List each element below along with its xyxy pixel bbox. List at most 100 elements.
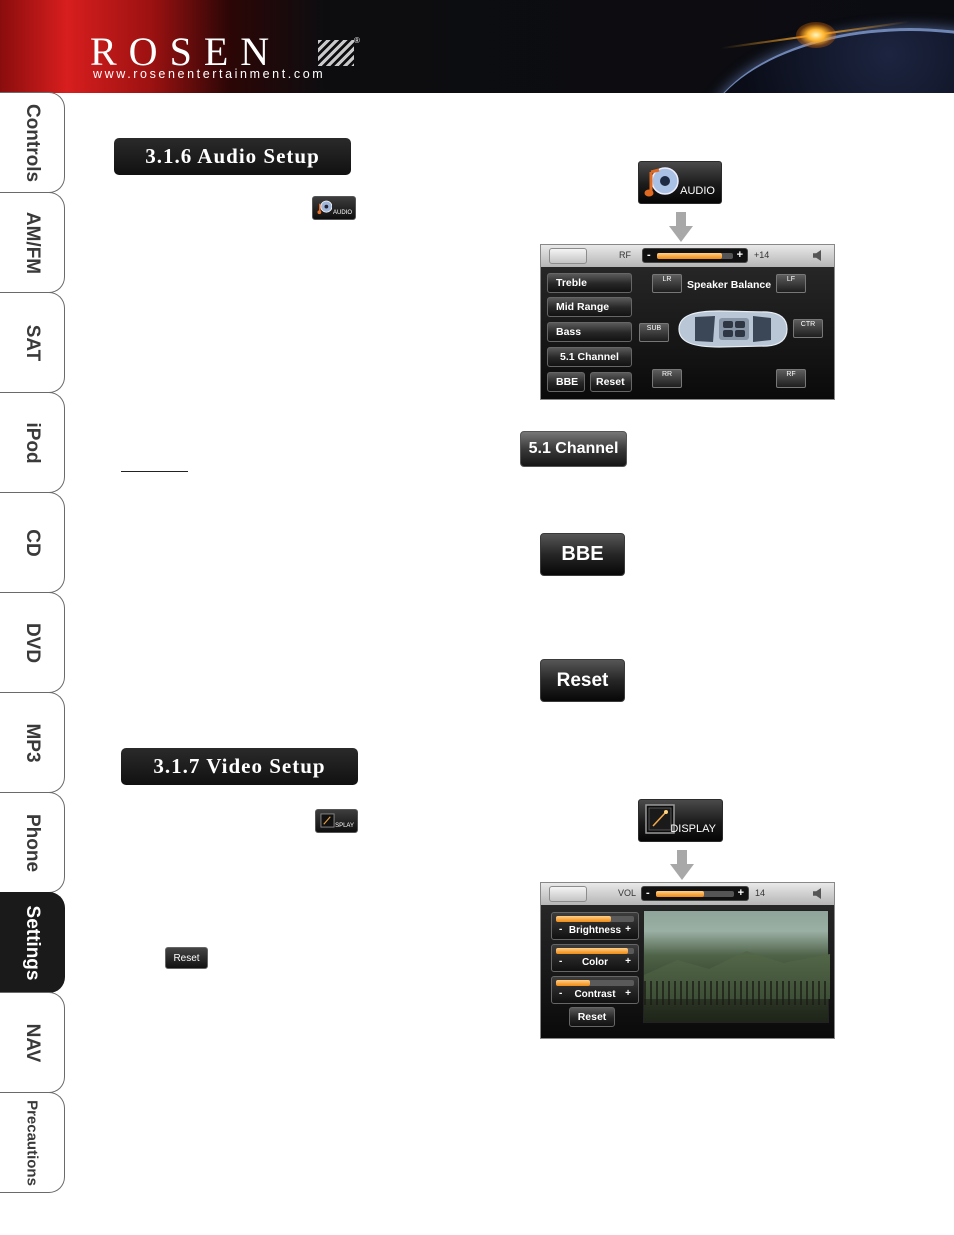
side-tab-nav: Controls AM/FM SAT iPod CD DVD MP3 Phone…	[0, 92, 66, 1193]
video-reset-button[interactable]: Reset	[569, 1007, 615, 1027]
tab-label: SAT	[22, 324, 43, 361]
tab-precautions[interactable]: Precautions	[0, 1092, 65, 1193]
fader-label: RF	[619, 250, 631, 260]
audio-top-bar: RF - + +14	[541, 245, 834, 267]
speaker-lf-button[interactable]: LF	[776, 274, 806, 293]
contrast-track	[556, 980, 634, 986]
tab-label: CD	[22, 528, 43, 557]
volume-slider[interactable]: - +	[641, 886, 749, 901]
tab-phone[interactable]: Phone	[0, 792, 65, 893]
channel-5-1-large-button: 5.1 Channel	[520, 431, 627, 467]
tab-label: Precautions	[23, 1099, 41, 1186]
video-settings-screen: VOL - + 14 - Brightness + - Color + - Co…	[540, 882, 835, 1039]
fader-minus[interactable]: -	[647, 249, 651, 261]
video-scene-riders	[644, 981, 830, 1005]
color-slider[interactable]: - Color +	[551, 944, 639, 972]
rosen-logo-mark-icon	[318, 40, 354, 66]
down-arrow-icon	[669, 212, 693, 242]
color-plus[interactable]: +	[625, 956, 631, 967]
tab-ipod[interactable]: iPod	[0, 392, 65, 493]
volume-fill	[656, 891, 704, 897]
speaker-ctr-button[interactable]: CTR	[793, 319, 823, 338]
mid-range-button[interactable]: Mid Range	[547, 297, 632, 317]
contrast-label: Contrast	[574, 989, 616, 1000]
website-url: www.rosenentertainment.com	[93, 67, 326, 81]
speaker-balance-title: Speaker Balance	[687, 279, 772, 291]
color-minus[interactable]: -	[559, 956, 563, 967]
speaker-rf-button[interactable]: RF	[776, 369, 806, 388]
color-fill	[556, 948, 628, 954]
audio-mini-caption: AUDIO	[332, 210, 352, 216]
display-screen-icon	[645, 804, 675, 834]
display-screen-icon	[320, 813, 335, 828]
music-note-icon	[317, 200, 332, 215]
display-mini-button: DISPLAY	[315, 809, 358, 833]
down-arrow-icon	[670, 850, 694, 880]
audio-setup-heading: 3.1.6 Audio Setup	[114, 138, 351, 175]
fader-fill	[657, 253, 722, 259]
contrast-slider[interactable]: - Contrast +	[551, 976, 639, 1004]
music-note-disc-icon	[644, 167, 679, 197]
brightness-slider[interactable]: - Brightness +	[551, 912, 639, 940]
bbe-large-button: BBE	[540, 533, 625, 576]
channel-5-1-button[interactable]: 5.1 Channel	[547, 347, 632, 367]
brightness-fill	[556, 916, 611, 922]
reset-button[interactable]: Reset	[590, 372, 632, 392]
tab-label: iPod	[22, 421, 43, 464]
video-preview	[643, 910, 830, 1023]
reset-mini-button: Reset	[165, 947, 208, 969]
audio-button-caption: AUDIO	[680, 185, 715, 197]
treble-button[interactable]: Treble	[547, 273, 632, 293]
sun-flare-icon	[796, 22, 836, 48]
reset-large-button: Reset	[540, 659, 625, 702]
tab-label: NAV	[22, 1023, 43, 1062]
color-label: Color	[581, 957, 609, 968]
audio-button[interactable]: AUDIO	[638, 161, 722, 204]
speaker-lr-button[interactable]: LR	[652, 274, 682, 293]
speaker-icon	[813, 250, 821, 261]
contrast-minus[interactable]: -	[559, 988, 563, 999]
volume-minus[interactable]: -	[646, 887, 650, 899]
tab-label: MP3	[22, 722, 43, 763]
video-top-bar: VOL - + 14	[541, 883, 834, 905]
display-button-caption: DISPLAY	[670, 823, 716, 835]
page-header: ROSEN ® www.rosenentertainment.com	[0, 0, 954, 93]
tab-label: AM/FM	[22, 211, 43, 274]
brightness-plus[interactable]: +	[625, 924, 631, 935]
bbe-button[interactable]: BBE	[547, 372, 585, 392]
contrast-plus[interactable]: +	[625, 988, 631, 999]
brightness-minus[interactable]: -	[559, 924, 563, 935]
speaker-rr-button[interactable]: RR	[652, 369, 682, 388]
volume-level: 14	[755, 888, 766, 898]
tab-sat[interactable]: SAT	[0, 292, 65, 393]
tab-cd[interactable]: CD	[0, 492, 65, 593]
display-button[interactable]: DISPLAY	[638, 799, 723, 842]
fader-level: +14	[754, 250, 770, 260]
bass-button[interactable]: Bass	[547, 322, 632, 342]
contrast-fill	[556, 980, 590, 986]
fader-slider[interactable]: - +	[642, 248, 748, 263]
audio-settings-screen: RF - + +14 Treble Mid Range Bass 5.1 Cha…	[540, 244, 835, 400]
tab-label: Settings	[22, 905, 43, 980]
back-button[interactable]	[549, 248, 587, 264]
tab-am-fm[interactable]: AM/FM	[0, 192, 65, 293]
fader-plus[interactable]: +	[736, 249, 743, 261]
volume-plus[interactable]: +	[737, 887, 744, 899]
brightness-label: Brightness	[568, 925, 622, 936]
speaker-sub-button[interactable]: SUB	[639, 323, 669, 342]
underline-rule	[121, 471, 188, 472]
tab-dvd[interactable]: DVD	[0, 592, 65, 693]
back-button[interactable]	[549, 886, 587, 902]
tab-nav[interactable]: NAV	[0, 992, 65, 1093]
car-top-view-icon	[678, 310, 788, 348]
tab-label: Phone	[22, 813, 43, 872]
volume-label: VOL	[618, 888, 637, 898]
tab-settings[interactable]: Settings	[0, 892, 65, 993]
display-mini-caption: DISPLAY	[329, 823, 354, 829]
tab-label: Controls	[22, 103, 43, 182]
audio-mini-button: AUDIO	[312, 196, 356, 220]
tab-mp3[interactable]: MP3	[0, 692, 65, 793]
tab-controls[interactable]: Controls	[0, 92, 65, 193]
registered-mark: ®	[354, 36, 360, 45]
tab-label: DVD	[22, 622, 43, 663]
